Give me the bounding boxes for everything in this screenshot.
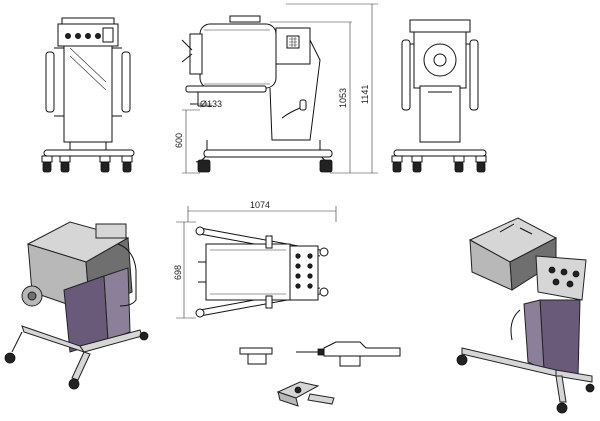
isometric-view-left	[4, 221, 149, 390]
detail-parts	[239, 341, 401, 407]
dim-overall-length: 1074	[250, 200, 270, 210]
front-view	[41, 17, 135, 173]
dim-overall-height: 1141	[360, 85, 370, 104]
side-view	[181, 3, 378, 174]
top-view	[176, 206, 337, 319]
dim-inlet-diameter: Ø133	[200, 99, 222, 109]
dim-overall-width: 698	[173, 265, 183, 280]
back-view	[391, 19, 487, 173]
dim-body-height: 1053	[338, 88, 348, 108]
dim-leg-height: 600	[174, 133, 184, 148]
isometric-view-right	[456, 217, 595, 414]
